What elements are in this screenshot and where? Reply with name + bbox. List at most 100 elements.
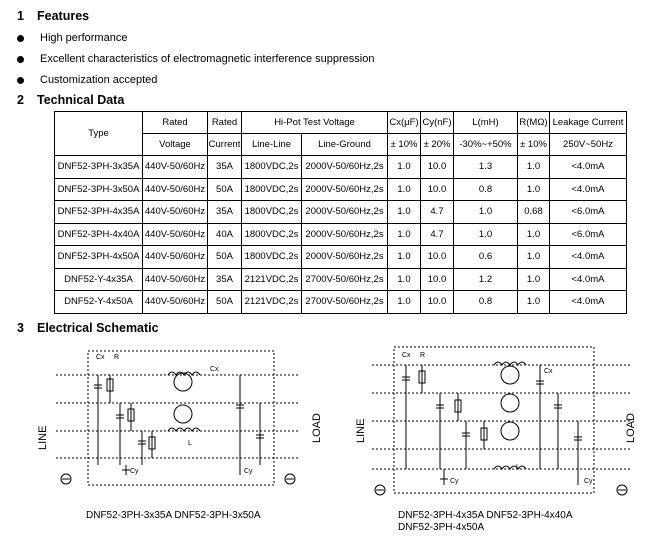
- label-cy: Cy: [244, 468, 253, 475]
- table-cell: 1800VDC,2s: [241, 177, 302, 201]
- section-number: 1: [17, 9, 24, 23]
- label-cx: Cx: [402, 352, 411, 359]
- header-rated-current: Rated: [207, 111, 242, 134]
- left-schematic-caption: DNF52-3PH-3x35A DNF52-3PH-3x50A: [86, 510, 261, 521]
- table-cell: 1.0: [517, 245, 550, 269]
- table-cell: DNF52-Y-4x35A: [54, 267, 143, 291]
- table-cell: 2700V-50/60Hz,2s: [301, 290, 388, 314]
- bullet-icon: [17, 55, 24, 63]
- section-number: 3: [17, 321, 24, 335]
- table-cell: 2121VDC,2s: [241, 267, 302, 291]
- label-l: L: [188, 440, 192, 447]
- label-cy: Cy: [584, 478, 593, 485]
- section-title: Electrical Schematic: [37, 321, 159, 335]
- table-cell: 10.0: [420, 290, 454, 314]
- table-cell: 1.0: [387, 200, 421, 224]
- table-cell: 50A: [207, 177, 242, 201]
- table-header-row: Type Rated Rated Hi-Pot Test Voltage Cx(…: [54, 111, 627, 156]
- table-cell: 2000V-50/60Hz,2s: [301, 245, 388, 269]
- table-cell: 0.68: [517, 200, 550, 224]
- table-cell: 40A: [207, 222, 242, 246]
- table-cell: <4.0mA: [549, 245, 627, 269]
- load-label: LOAD: [311, 413, 323, 443]
- table-cell: 1800VDC,2s: [241, 200, 302, 224]
- label-cy: Cy: [450, 478, 459, 485]
- table-cell: 10.0: [420, 177, 454, 201]
- table-cell: 10.0: [420, 245, 454, 269]
- header-hipot: Hi-Pot Test Voltage: [241, 111, 388, 134]
- table-cell: DNF52-3PH-3x35A: [54, 155, 143, 179]
- table-cell: DNF52-Y-4x50A: [54, 290, 143, 314]
- feature-text: Excellent characteristics of electromagn…: [40, 53, 375, 65]
- table-cell: 440V-50/60Hz: [142, 177, 208, 201]
- table-cell: 1.0: [517, 222, 550, 246]
- header-cx-tol: ± 10%: [387, 133, 421, 156]
- table-cell: <6.0mA: [549, 200, 627, 224]
- load-label: LOAD: [625, 413, 637, 443]
- header-r: R(MΩ): [517, 111, 550, 134]
- table-cell: 1.0: [453, 200, 518, 224]
- table-cell: DNF52-3PH-4x40A: [54, 222, 143, 246]
- feature-text: Customization accepted: [40, 74, 158, 86]
- table-cell: 1800VDC,2s: [241, 222, 302, 246]
- header-leakage: Leakage Current: [549, 111, 627, 134]
- table-cell: 2000V-50/60Hz,2s: [301, 177, 388, 201]
- table-subheader-row: Voltage Current Line-Line Line-Ground ± …: [55, 133, 627, 156]
- table-cell: 0.8: [453, 177, 518, 201]
- header-l: L(mH): [453, 111, 518, 134]
- table-cell: 440V-50/60Hz: [142, 290, 208, 314]
- table-cell: <4.0mA: [549, 177, 627, 201]
- header-leak-cond: 250V~50Hz: [549, 133, 627, 156]
- table-cell: <6.0mA: [549, 222, 627, 246]
- table-cell: 10.0: [420, 267, 454, 291]
- table-cell: 1.0: [387, 222, 421, 246]
- section-title: Features: [37, 9, 90, 23]
- section-schematic-heading: 3 Electrical Schematic: [17, 321, 159, 335]
- table-cell: 440V-50/60Hz: [142, 200, 208, 224]
- schematic-4-line: Cx R Cy Cy L Cx LINE LOAD: [355, 346, 637, 496]
- section-title: Technical Data: [37, 93, 125, 107]
- feature-item: High performance: [17, 32, 127, 44]
- table-cell: 50A: [207, 245, 242, 269]
- table-cell: 35A: [207, 200, 242, 224]
- header-line-ground: Line-Ground: [301, 133, 388, 156]
- right-schematic-caption-2: DNF52-3PH-4x50A: [398, 522, 485, 533]
- table-cell: 4.7: [420, 222, 454, 246]
- line-label: LINE: [37, 426, 49, 450]
- section-technical-heading: 2 Technical Data: [17, 93, 124, 107]
- header-cy: Cy(nF): [420, 111, 454, 134]
- header-line-line: Line-Line: [241, 133, 302, 156]
- table-cell: 1.0: [517, 155, 550, 179]
- table-cell: 1.2: [453, 267, 518, 291]
- table-cell: 440V-50/60Hz: [142, 155, 208, 179]
- label-r: R: [420, 352, 425, 359]
- table-cell: 2700V-50/60Hz,2s: [301, 267, 388, 291]
- header-type: Type: [54, 111, 143, 156]
- header-rated-voltage: Rated: [142, 111, 208, 134]
- table-cell: 1.0: [453, 222, 518, 246]
- table-cell: 35A: [207, 155, 242, 179]
- table-cell: 50A: [207, 290, 242, 314]
- line-label: LINE: [355, 419, 367, 443]
- header-current: Current: [207, 133, 242, 156]
- table-cell: 440V-50/60Hz: [142, 222, 208, 246]
- header-cy-tol: ± 20%: [420, 133, 454, 156]
- table-cell: 1.0: [517, 290, 550, 314]
- table-cell: DNF52-3PH-3x50A: [54, 177, 143, 201]
- table-cell: 0.8: [453, 290, 518, 314]
- section-number: 2: [17, 93, 24, 107]
- label-l: L: [516, 464, 520, 471]
- schematic-3-line: Cx R Cy Cy L Cx LINE LOAD: [37, 350, 323, 486]
- bullet-icon: [17, 34, 24, 42]
- table-cell: 2121VDC,2s: [241, 290, 302, 314]
- table-cell: <4.0mA: [549, 290, 627, 314]
- table-cell: 2000V-50/60Hz,2s: [301, 222, 388, 246]
- table-cell: 1.0: [387, 290, 421, 314]
- table-cell: <4.0mA: [549, 267, 627, 291]
- bullet-icon: [17, 76, 24, 84]
- table-cell: 1.3: [453, 155, 518, 179]
